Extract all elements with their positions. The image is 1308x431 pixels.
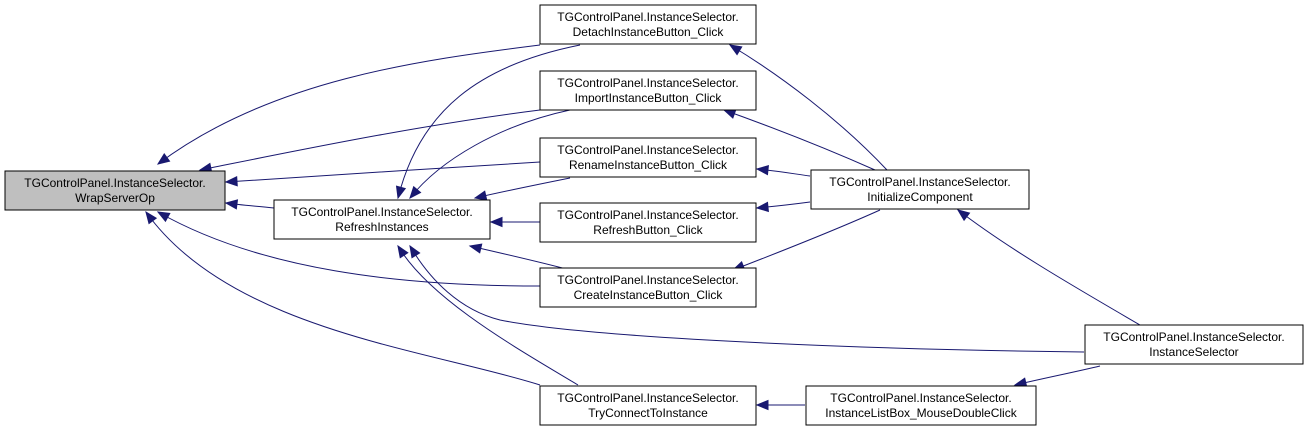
- arrowhead-init-rename: [755, 164, 769, 176]
- arrowhead-create-wrap: [156, 211, 171, 223]
- node-refresh-instances[interactable]: TGControlPanel.InstanceSelector. Refresh…: [273, 199, 491, 240]
- edge-import-wrap: [199, 109, 541, 171]
- arrowhead-refreshbtn-refresh: [489, 216, 503, 228]
- node-instance-list-box-mouse-double-click[interactable]: TGControlPanel.InstanceSelector. Instanc…: [805, 385, 1037, 426]
- graph-nodes: TGControlPanel.InstanceSelector. WrapSer…: [4, 4, 1304, 426]
- node-line1: TGControlPanel.InstanceSelector.: [557, 10, 738, 24]
- node-line1: TGControlPanel.InstanceSelector.: [1103, 330, 1284, 344]
- node-wrap-server-op[interactable]: TGControlPanel.InstanceSelector. WrapSer…: [4, 170, 226, 211]
- node-line1: TGControlPanel.InstanceSelector.: [830, 391, 1011, 405]
- edge-tryconnect-refresh: [397, 245, 579, 386]
- arrowhead-refresh-wrap: [224, 199, 239, 210]
- node-line2: DetachInstanceButton_Click: [573, 25, 725, 39]
- node-line2: WrapServerOp: [75, 191, 155, 205]
- arrowhead-init-import: [722, 108, 737, 119]
- arrowhead-detach-wrap: [156, 152, 171, 165]
- node-line2: InstanceListBox_MouseDoubleClick: [825, 406, 1017, 420]
- arrowhead-init-refreshbtn: [755, 201, 769, 213]
- node-line1: TGControlPanel.InstanceSelector.: [557, 391, 738, 405]
- node-line2: InstanceSelector: [1149, 345, 1238, 359]
- edge-init-create: [732, 209, 881, 271]
- node-create-instance-button-click[interactable]: TGControlPanel.InstanceSelector. CreateI…: [539, 267, 757, 308]
- node-line2: RefreshButton_Click: [593, 223, 703, 237]
- edge-detach-refresh: [397, 44, 581, 199]
- edge-ctor-init: [957, 209, 1141, 326]
- node-detach-instance-button-click[interactable]: TGControlPanel.InstanceSelector. DetachI…: [539, 4, 757, 45]
- edge-ctor-listbox: [1014, 365, 1101, 386]
- edge-tryconnect-wrap: [145, 211, 541, 386]
- node-line1: TGControlPanel.InstanceSelector.: [291, 205, 472, 219]
- node-line1: TGControlPanel.InstanceSelector.: [24, 176, 205, 190]
- node-line1: TGControlPanel.InstanceSelector.: [557, 76, 738, 90]
- edge-create-refresh: [469, 245, 571, 271]
- node-line1: TGControlPanel.InstanceSelector.: [557, 273, 738, 287]
- node-instance-selector[interactable]: TGControlPanel.InstanceSelector. Instanc…: [1084, 324, 1304, 365]
- edge-detach-wrap: [157, 44, 541, 165]
- node-try-connect-to-instance[interactable]: TGControlPanel.InstanceSelector. TryConn…: [539, 385, 757, 426]
- edge-init-detach: [729, 44, 888, 171]
- edge-import-refresh: [409, 109, 571, 199]
- node-line2: CreateInstanceButton_Click: [574, 288, 724, 302]
- arrowhead-tryconnect-wrap: [145, 210, 158, 225]
- node-line1: TGControlPanel.InstanceSelector.: [557, 208, 738, 222]
- node-import-instance-button-click[interactable]: TGControlPanel.InstanceSelector. ImportI…: [539, 70, 757, 111]
- arrowhead-init-detach: [728, 44, 743, 56]
- node-line2: InitializeComponent: [867, 190, 973, 204]
- node-line2: RenameInstanceButton_Click: [569, 158, 728, 172]
- node-refresh-button-click[interactable]: TGControlPanel.InstanceSelector. Refresh…: [539, 202, 757, 243]
- edge-create-wrap: [157, 211, 541, 287]
- node-line2: RefreshInstances: [335, 220, 428, 234]
- node-line2: ImportInstanceButton_Click: [575, 91, 723, 105]
- arrowhead-rename-refresh: [473, 190, 488, 201]
- node-rename-instance-button-click[interactable]: TGControlPanel.InstanceSelector. RenameI…: [539, 137, 757, 178]
- edge-arrowheads: [145, 44, 1028, 411]
- node-line2: TryConnectToInstance: [588, 406, 708, 420]
- edge-ctor-refresh: [409, 245, 1085, 353]
- node-line1: TGControlPanel.InstanceSelector.: [557, 143, 738, 157]
- arrowhead-create-refresh: [468, 243, 483, 254]
- arrowhead-ctor-init: [956, 209, 971, 222]
- arrowhead-ctor-refresh: [409, 244, 421, 259]
- arrowhead-listbox-tryconnect: [755, 399, 769, 411]
- edge-rename-wrap: [225, 161, 541, 183]
- arrowhead-import-refresh: [409, 185, 422, 200]
- edge-init-import: [723, 109, 876, 171]
- call-edges: [145, 44, 1141, 406]
- arrowhead-detach-refresh: [395, 185, 407, 200]
- node-initialize-component[interactable]: TGControlPanel.InstanceSelector. Initial…: [810, 169, 1030, 210]
- edge-rename-refresh: [474, 177, 571, 199]
- arrowhead-tryconnect-refresh: [397, 244, 409, 259]
- arrowhead-rename-wrap: [224, 176, 238, 187]
- node-line1: TGControlPanel.InstanceSelector.: [829, 175, 1010, 189]
